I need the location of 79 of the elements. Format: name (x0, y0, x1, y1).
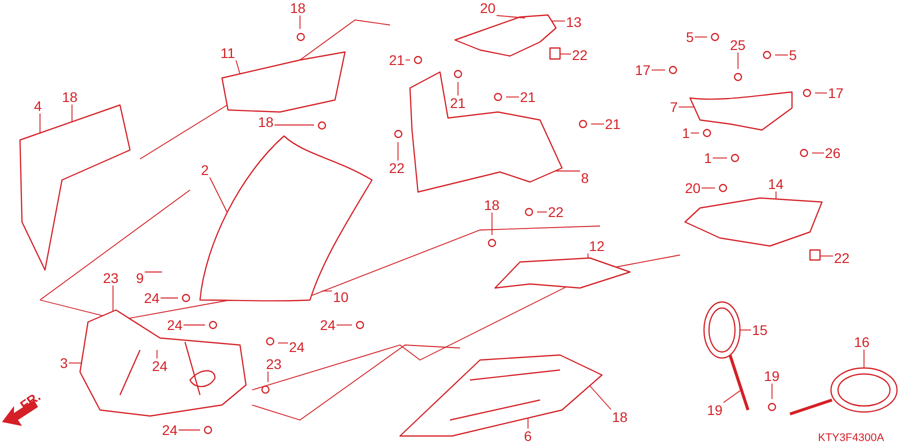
leader-line (209, 177, 228, 212)
callout-number: 6 (523, 428, 533, 444)
callout-number: 3 (59, 356, 69, 370)
leader-line (552, 20, 566, 22)
side-cover-drawing (18, 103, 132, 272)
callout-number: 22 (571, 48, 589, 62)
leader-line (336, 324, 352, 326)
callout-number: 10 (332, 290, 350, 304)
callout-number: 8 (580, 170, 590, 186)
callout-number: 18 (611, 410, 629, 424)
leader-line (774, 54, 788, 56)
drawing-code: KTY3F4300A (818, 432, 884, 444)
front-cowl-drawing (78, 308, 248, 418)
callout-number: 2 (200, 162, 210, 178)
callout-number: 24 (288, 340, 306, 354)
leader-line (496, 15, 526, 18)
callout-number: 22 (833, 250, 851, 266)
callout-number: 22 (547, 204, 565, 220)
callout-number: 26 (824, 146, 842, 160)
callout-number: 21 (604, 116, 622, 132)
callout-number: 21 (449, 96, 467, 110)
inner-panel-drawing (408, 70, 564, 194)
bracket-drawing (688, 90, 794, 132)
leader-line (156, 350, 158, 359)
leader-line (694, 36, 708, 38)
leader-line (723, 390, 742, 403)
callout-number: 16 (853, 334, 871, 350)
callout-number: 18 (257, 114, 275, 130)
leader-line (506, 96, 520, 98)
callout-number: 11 (220, 46, 236, 60)
leader-line (274, 124, 314, 126)
callout-number: 21 (388, 52, 406, 68)
callout-number: 24 (151, 358, 169, 374)
side-cover-drawing (493, 256, 632, 290)
callout-number: 24 (166, 318, 184, 332)
callout-number: 18 (289, 0, 307, 16)
callout-number: 20 (684, 180, 702, 196)
leader-line (322, 290, 332, 292)
callout-number: 4 (33, 98, 43, 114)
callout-number: 14 (767, 176, 785, 192)
callout-number: 21 (519, 90, 537, 104)
leader-line (812, 152, 824, 154)
callout-number: 19 (763, 368, 781, 384)
leader-line (814, 92, 828, 94)
callout-number: 15 (751, 322, 769, 338)
callout-number: 18 (61, 90, 79, 104)
leader-line (678, 106, 694, 108)
callout-number: 17 (634, 62, 652, 78)
callout-number: 1 (681, 126, 691, 140)
callout-number: 17 (827, 86, 845, 100)
leader-line (236, 60, 240, 74)
callout-number: 23 (265, 356, 283, 372)
callout-number: 24 (319, 318, 337, 332)
callout-number: 13 (565, 14, 583, 30)
callout-number: 24 (161, 422, 179, 438)
side-cover-drawing (220, 50, 347, 114)
leader-line (278, 342, 288, 344)
leader-line (112, 285, 114, 312)
callout-number: 22 (388, 160, 406, 176)
leader-line (68, 362, 82, 364)
leader-line (690, 132, 700, 134)
callout-number: 19 (706, 402, 724, 418)
windscreen-drawing (198, 134, 374, 304)
callout-number: 7 (669, 100, 679, 114)
side-cover-drawing (683, 196, 824, 262)
callout-number: 18 (483, 198, 501, 212)
callout-number: 25 (729, 38, 747, 52)
leader-line (590, 386, 612, 410)
callout-number: 24 (143, 290, 161, 306)
leader-line (183, 324, 206, 326)
leader-line (554, 170, 580, 172)
callout-number: 1 (703, 150, 713, 166)
callout-number: 9 (135, 270, 145, 286)
callout-number: 5 (685, 30, 695, 44)
inner-panel-drawing (453, 13, 562, 61)
callout-number: 23 (102, 270, 120, 286)
callout-number: 20 (479, 0, 497, 16)
callout-number: 12 (588, 238, 606, 254)
callout-number: 5 (788, 48, 798, 62)
